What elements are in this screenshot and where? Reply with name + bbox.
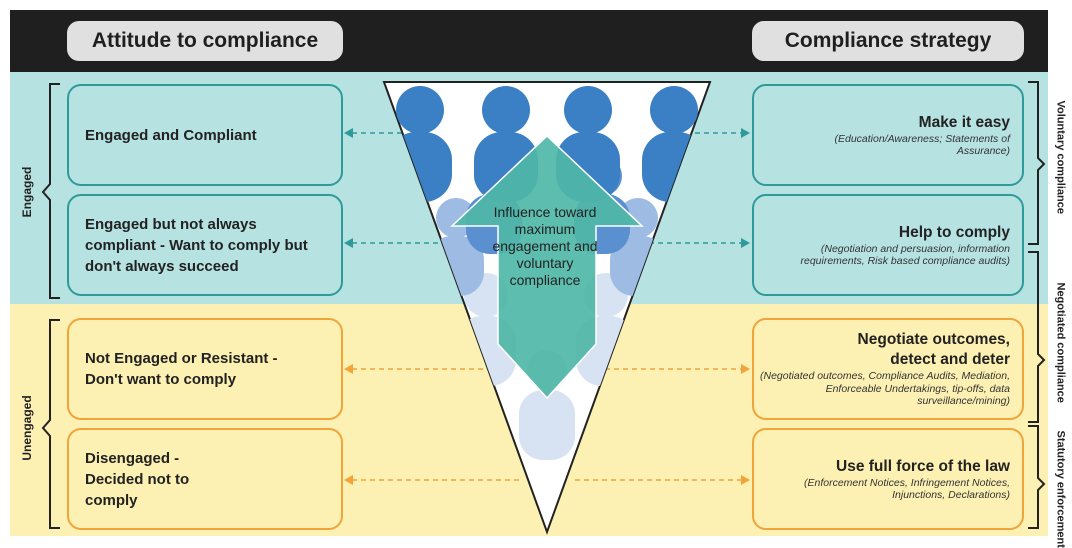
strategy-desc: (Negotiation and persuasion, information…: [800, 242, 1010, 268]
attitude-box-disengaged: Disengaged - Decided not to comply: [67, 428, 343, 530]
strategy-box-full-force: Use full force of the law (Enforcement N…: [752, 428, 1024, 530]
strategy-desc: (Enforcement Notices, Infringement Notic…: [803, 476, 1010, 502]
strategy-desc: (Negotiated outcomes, Compliance Audits,…: [760, 370, 1010, 408]
strategy-box-help-to-comply: Help to comply (Negotiation and persuasi…: [752, 194, 1024, 296]
attitude-box-not-engaged: Not Engaged or Resistant - Don't want to…: [67, 318, 343, 420]
influence-arrow-text: Influence toward maximum engagement and …: [492, 204, 598, 288]
strategy-title: Use full force of the law: [836, 457, 1010, 475]
strategy-title: Negotiate outcomes, detect and deter: [857, 331, 1010, 369]
attitude-label: Disengaged - Decided not to comply: [85, 449, 190, 509]
strategy-box-make-it-easy: Make it easy (Education/Awareness; State…: [752, 84, 1024, 186]
attitude-label: Engaged and Compliant: [85, 126, 257, 144]
attitude-label: Not Engaged or Resistant - Don't want to…: [85, 350, 278, 388]
attitude-header: Attitude to compliance: [67, 21, 343, 61]
attitude-box-engaged-not-compliant: Engaged but not always compliant - Want …: [67, 194, 343, 296]
strategy-title: Make it easy: [918, 113, 1010, 131]
strategy-title: Help to comply: [898, 223, 1010, 241]
strategy-header: Compliance strategy: [752, 21, 1024, 61]
attitude-label: Engaged but not always compliant - Want …: [85, 215, 308, 275]
strategy-desc: (Education/Awareness; Statements of Assu…: [834, 132, 1011, 158]
attitude-box-engaged-compliant: Engaged and Compliant: [67, 84, 343, 186]
strategy-box-negotiate: Negotiate outcomes, detect and deter (Ne…: [752, 318, 1024, 420]
right-brackets: [1028, 81, 1046, 529]
engagement-funnel: [382, 81, 712, 535]
left-brackets: [41, 83, 60, 529]
